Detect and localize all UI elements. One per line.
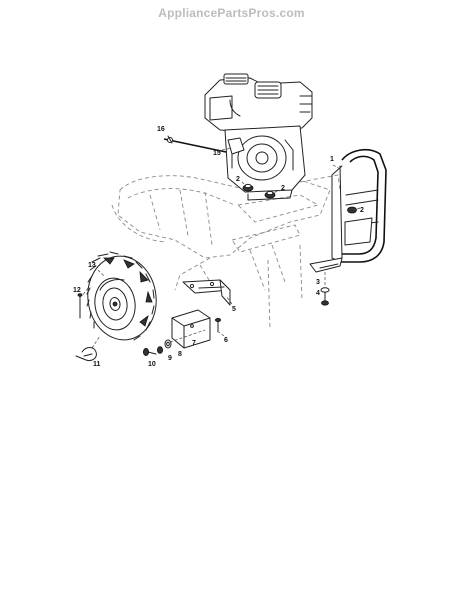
callout-labels: 1 2 2 2 3 4 5 6 7 8 9 10 11 12 13 15 16: [73, 126, 364, 368]
callout-15: 15: [213, 150, 221, 157]
part-13-wheel: [86, 251, 157, 341]
callout-6: 6: [224, 337, 228, 344]
callout-3: 3: [316, 279, 320, 286]
tiller-frame-ghost: [111, 174, 341, 331]
part-8-9-10-hardware: [142, 329, 206, 356]
part-2-nuts: [242, 183, 357, 214]
callout-11: 11: [93, 361, 101, 368]
callout-2c: 2: [360, 207, 364, 214]
engine-assembly: [204, 73, 313, 201]
part-1-bumper-frame: [309, 148, 387, 273]
callout-8: 8: [178, 351, 182, 358]
part-7-cover: [171, 309, 211, 349]
callout-1: 1: [330, 156, 334, 163]
callout-12: 12: [73, 287, 81, 294]
leader-lines: [81, 147, 361, 337]
callout-2b: 2: [281, 185, 285, 192]
callout-7: 7: [192, 340, 196, 347]
callout-5: 5: [232, 306, 236, 313]
callout-13: 13: [88, 262, 96, 269]
callout-2a: 2: [236, 176, 240, 183]
callout-9: 9: [168, 355, 172, 362]
callout-16: 16: [157, 126, 165, 133]
callout-4: 4: [316, 290, 320, 297]
part-5-bracket: [182, 279, 231, 306]
part-3-4-bolt-nut: [320, 272, 330, 306]
part-6-screw: [214, 317, 221, 333]
watermark-text: AppliancePartsPros.com: [158, 6, 305, 20]
part-11-hairpin: [75, 335, 101, 361]
callout-10: 10: [148, 361, 156, 368]
part-12-pin: [77, 293, 83, 319]
part-16-control-rod: [163, 135, 227, 153]
